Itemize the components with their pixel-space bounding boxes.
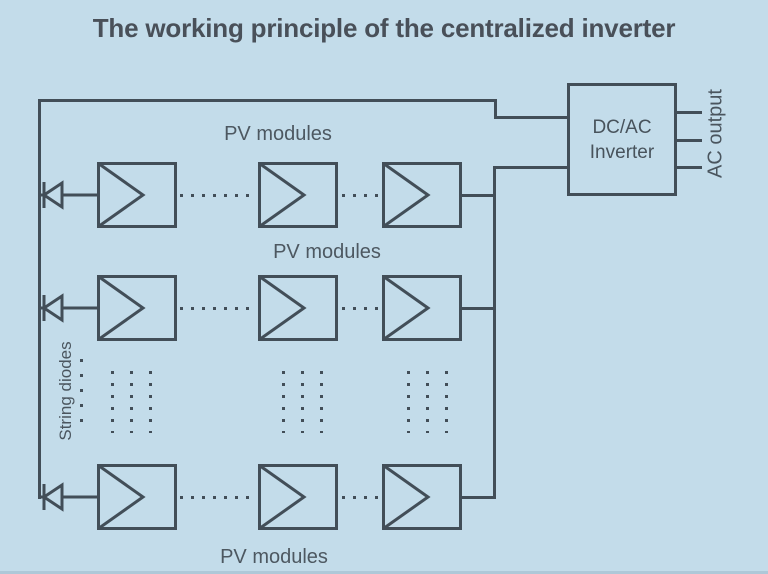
more-modules-dots [111,371,114,433]
more-modules-dots [445,371,448,433]
series-dots-wire [342,307,379,310]
pv-module-symbol [258,464,338,530]
pv-module-symbol [97,464,177,530]
pv-module-symbol [97,162,177,228]
string-diode-symbol-3 [38,482,98,512]
series-dots-wire [180,496,254,499]
pv-modules-label-row2: PV modules [273,241,381,263]
more-modules-dots [320,371,323,433]
series-dots-wire [342,194,379,197]
more-modules-dots [407,371,410,433]
more-modules-dots [149,371,152,433]
image-bottom-edge [0,571,768,574]
series-dots-wire [180,194,254,197]
top-bus-wire [38,99,497,102]
pv-module-symbol [258,275,338,341]
ac-output-wire-1 [675,111,702,114]
inverter-input-wire-2 [494,166,570,169]
more-modules-dots [426,371,429,433]
right-bus-wire [493,166,496,499]
inverter-label-line2: Inverter [589,141,655,163]
inverter-input-wire-1 [494,116,570,119]
top-bus-step-wire [494,99,497,119]
more-modules-dots [301,371,304,433]
pv-modules-label-row1: PV modules [224,123,332,145]
string1-output-wire [460,194,496,197]
pv-module-symbol [382,162,462,228]
pv-modules-label-row3: PV modules [220,546,328,568]
string2-output-wire [460,307,496,310]
more-strings-dots [80,359,83,427]
more-modules-dots [130,371,133,433]
string3-output-wire [460,496,496,499]
more-modules-dots [282,371,285,433]
string-diode-symbol-1 [38,180,98,210]
series-dots-wire [342,496,379,499]
ac-output-wire-2 [675,139,702,142]
ac-output-label: AC output [704,89,727,178]
pv-module-symbol [258,162,338,228]
string-diode-symbol-2 [38,293,98,323]
pv-module-symbol [382,275,462,341]
dc-ac-inverter-block: DC/AC Inverter [567,83,677,196]
diagram-title: The working principle of the centralized… [92,13,676,43]
inverter-label-line1: DC/AC [592,116,652,138]
string-diodes-label: String diodes [56,341,75,441]
ac-output-wire-3 [675,166,702,169]
pv-module-symbol [97,275,177,341]
pv-module-symbol [382,464,462,530]
series-dots-wire [180,307,254,310]
left-bus-wire [38,99,41,499]
